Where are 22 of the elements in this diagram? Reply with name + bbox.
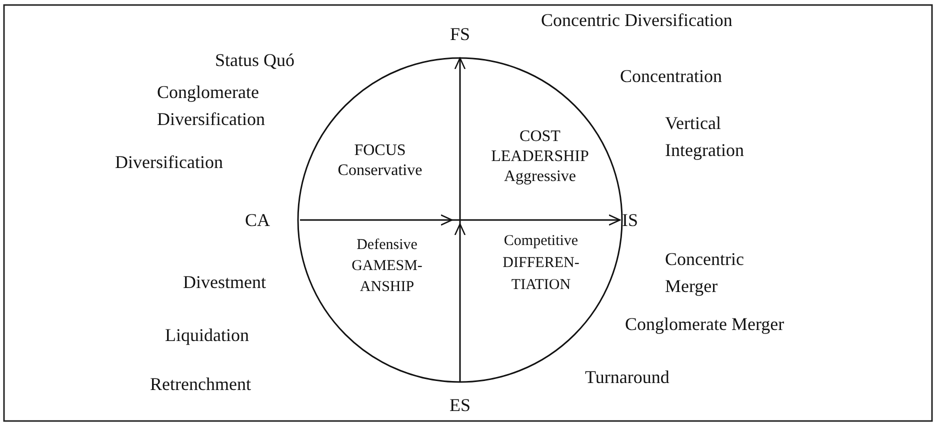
strategy-label: Conglomerate Merger xyxy=(625,313,784,336)
strategy-label: Divestment xyxy=(183,271,266,294)
quadrant-label: FOCUS Conservative xyxy=(336,141,424,181)
axis-label: IS xyxy=(622,210,638,230)
strategy-label: Vertical Integration xyxy=(665,112,745,162)
strategy-label: Liquidation xyxy=(165,324,249,347)
strategy-label: Diversification xyxy=(115,151,223,174)
strategy-label: Conglomerate Diversification xyxy=(157,81,266,131)
axis-label: FS xyxy=(450,24,470,44)
axis-label: ES xyxy=(449,395,470,415)
strategy-label: Status Quó xyxy=(215,49,295,72)
strategy-label: Concentration xyxy=(620,65,722,88)
axis-arrow xyxy=(454,57,466,382)
axis-label: CA xyxy=(245,210,270,230)
strategy-label: Retrenchment xyxy=(150,373,251,396)
quadrant-label: Defensive GAMESM- ANSHIP xyxy=(350,236,424,297)
strategy-label: Concentric Merger xyxy=(665,248,745,298)
strategy-label: Turnaround xyxy=(585,366,670,389)
quadrant-label: Competitive DIFFEREN- TIATION xyxy=(502,232,580,295)
axis-arrow xyxy=(300,214,621,226)
strategy-label: Concentric Diversification xyxy=(541,9,732,32)
quadrant-label: COST LEADERSHIP Aggressive xyxy=(490,127,590,187)
